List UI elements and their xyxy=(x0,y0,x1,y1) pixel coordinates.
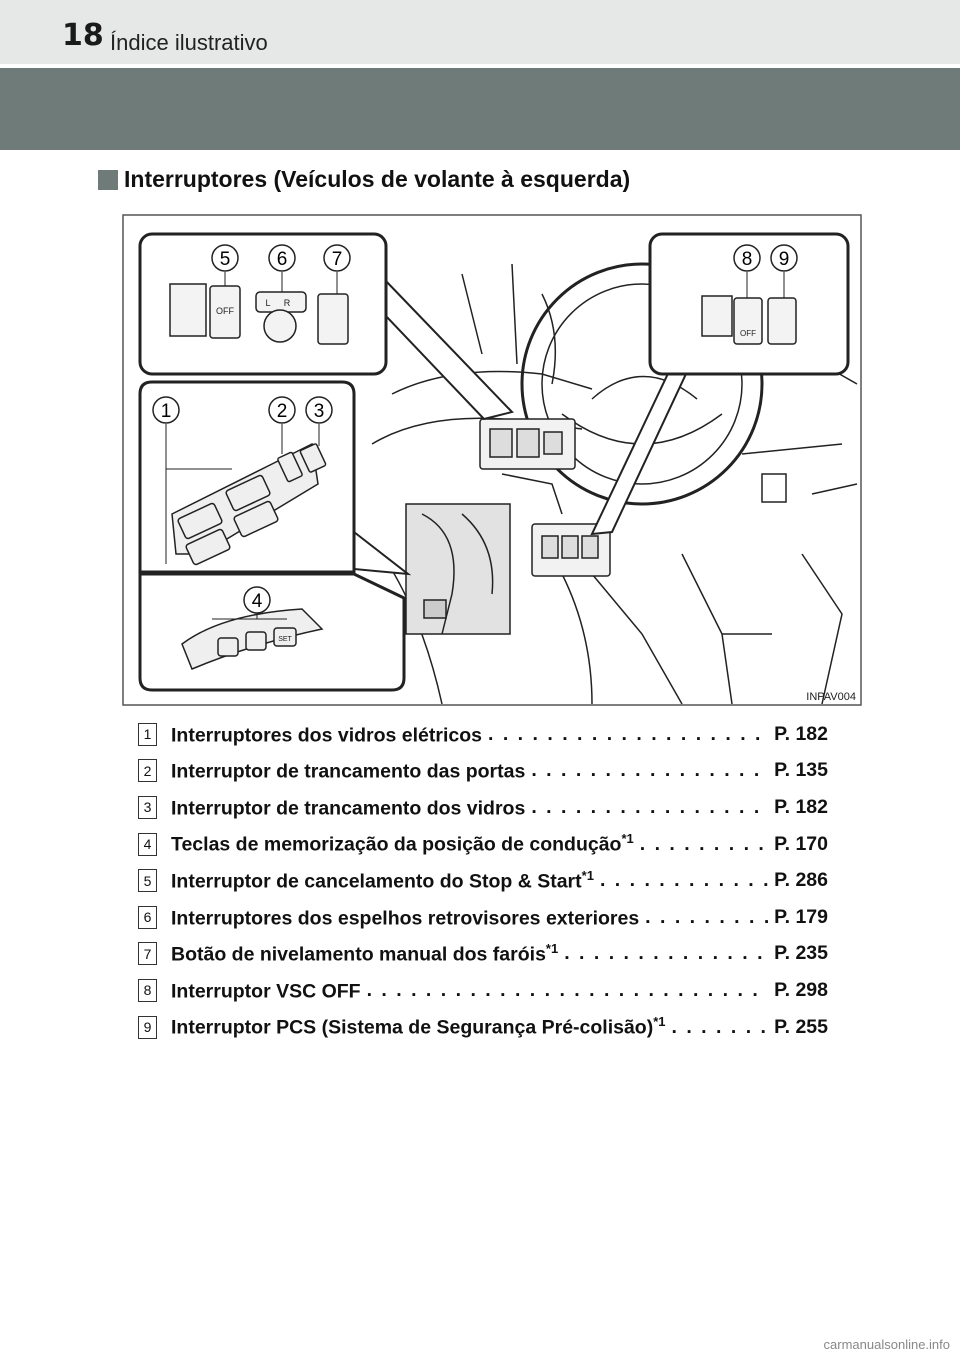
svg-text:L: L xyxy=(265,298,270,308)
inset-mirror-switches: OFF L R 5 6 7 xyxy=(138,232,388,376)
legend-item: 6 Interruptores dos espelhos retrovisores… xyxy=(138,899,828,936)
page-reference[interactable]: P. 182 xyxy=(774,795,828,818)
page-reference[interactable]: P. 255 xyxy=(774,1015,828,1038)
legend-number: 2 xyxy=(138,759,157,783)
callout-6: 6 xyxy=(277,249,288,270)
callout-8: 8 xyxy=(742,249,753,270)
legend-item: 8 Interruptor VSC OFF. . . . . . . . . . … xyxy=(138,972,828,1009)
center-switch-block xyxy=(479,418,576,470)
leader-dots: . . . . . . . . . . . . . . . . . . . . … xyxy=(645,905,768,928)
section-title: Índice ilustrativo xyxy=(110,30,268,55)
legend-number: 3 xyxy=(138,795,157,819)
page-reference[interactable]: P. 182 xyxy=(774,722,828,745)
callout-7: 7 xyxy=(332,249,343,270)
legend-item: 2 Interruptor de trancamento das portas. … xyxy=(138,753,828,790)
figure-code: INPAV004 xyxy=(806,691,856,703)
callout-4: 4 xyxy=(252,591,263,612)
inset-vsc-pcs-switches: OFF 8 9 xyxy=(648,232,850,376)
svg-text:OFF: OFF xyxy=(740,329,756,338)
heading-square-icon xyxy=(98,169,118,190)
legend-number: 5 xyxy=(138,869,157,893)
legend-number: 7 xyxy=(138,942,157,966)
legend-label: Botão de nivelamento manual dos faróis*1 xyxy=(171,941,559,966)
leader-dots: . . . . . . . . . . . . . . . . . . . . … xyxy=(599,869,768,892)
callout-1: 1 xyxy=(161,401,172,422)
legend-label: Interruptores dos vidros elétricos xyxy=(171,724,483,747)
footnote-marker: *1 xyxy=(581,867,594,883)
leader-dots: . . . . . . . . . . . . . . . . . . . . … xyxy=(564,942,768,965)
legend-number: 4 xyxy=(138,832,157,856)
legend-item: 5 Interruptor de cancelamento do Stop & S… xyxy=(138,862,828,899)
inset-memory-switches: SET 4 xyxy=(138,572,406,692)
legend-label: Teclas de memorização da posição de cond… xyxy=(171,831,634,856)
callout-pointers xyxy=(353,276,702,576)
watermark: carmanualsonline.info xyxy=(823,1337,950,1352)
section-heading: Interruptores (Veículos de volante à esq… xyxy=(98,166,630,193)
legend-label: Interruptores dos espelhos retrovisores … xyxy=(171,907,640,930)
heading-text: Interruptores (Veículos de volante à esq… xyxy=(124,166,631,192)
switches-illustration: OFF L R 5 6 7 OFF xyxy=(122,214,862,706)
footnote-marker: *1 xyxy=(545,941,559,957)
page-reference[interactable]: P. 235 xyxy=(774,942,828,965)
legend-label: Interruptor de trancamento dos vidros xyxy=(171,797,526,820)
legend-item: 3 Interruptor de trancamento dos vidros. … xyxy=(138,789,828,826)
leader-dots: . . . . . . . . . . . . . . . . . . . . … xyxy=(639,832,768,855)
legend-item: 1 Interruptores dos vidros elétricos. . .… xyxy=(138,716,828,753)
header-band xyxy=(0,68,960,150)
legend-item: 7 Botão de nivelamento manual dos faróis*… xyxy=(138,936,828,973)
page-reference[interactable]: P. 179 xyxy=(774,905,828,928)
callout-9: 9 xyxy=(779,249,790,270)
page-reference[interactable]: P. 298 xyxy=(774,978,828,1001)
footnote-marker: *1 xyxy=(653,1014,666,1030)
legend-label: Interruptor PCS (Sistema de Segurança Pr… xyxy=(171,1014,666,1039)
leader-dots: . . . . . . . . . . . . . . . . . . . . … xyxy=(366,978,769,1001)
leader-dots: . . . . . . . . . . . . . . . . . . . . … xyxy=(531,795,768,818)
legend-number: 8 xyxy=(138,978,157,1002)
callout-3: 3 xyxy=(314,401,325,422)
page-reference[interactable]: P. 135 xyxy=(774,759,828,782)
door-panel-inset xyxy=(405,503,511,635)
legend-item: 9 Interruptor PCS (Sistema de Segurança P… xyxy=(138,1009,828,1046)
svg-text:R: R xyxy=(284,298,291,308)
inset-window-switches: 1 2 3 xyxy=(138,380,356,574)
legend-label: Interruptor de trancamento das portas xyxy=(171,760,526,783)
legend-label: Interruptor VSC OFF xyxy=(171,980,361,1003)
page-reference[interactable]: P. 286 xyxy=(774,869,828,892)
callout-2: 2 xyxy=(277,401,288,422)
footnote-marker: *1 xyxy=(621,831,634,847)
lower-switch-block xyxy=(531,523,611,577)
page-number: 18 xyxy=(62,18,104,53)
leader-dots: . . . . . . . . . . . . . . . . . . . . … xyxy=(671,1015,769,1038)
off-label: OFF xyxy=(216,306,234,316)
header-bar: 18 Índice ilustrativo xyxy=(0,0,960,64)
callout-5: 5 xyxy=(220,249,231,270)
legend-label: Interruptor de cancelamento do Stop & St… xyxy=(171,867,594,893)
leader-dots: . . . . . . . . . . . . . . . . . . . . … xyxy=(531,759,768,782)
legend-number: 1 xyxy=(138,722,157,746)
legend-number: 6 xyxy=(138,905,157,929)
legend-item: 4 Teclas de memorização da posição de con… xyxy=(138,826,828,863)
svg-text:SET: SET xyxy=(278,636,292,643)
page-reference[interactable]: P. 170 xyxy=(774,832,828,855)
leader-dots: . . . . . . . . . . . . . . . . . . . . … xyxy=(488,722,768,745)
legend-number: 9 xyxy=(138,1015,157,1039)
